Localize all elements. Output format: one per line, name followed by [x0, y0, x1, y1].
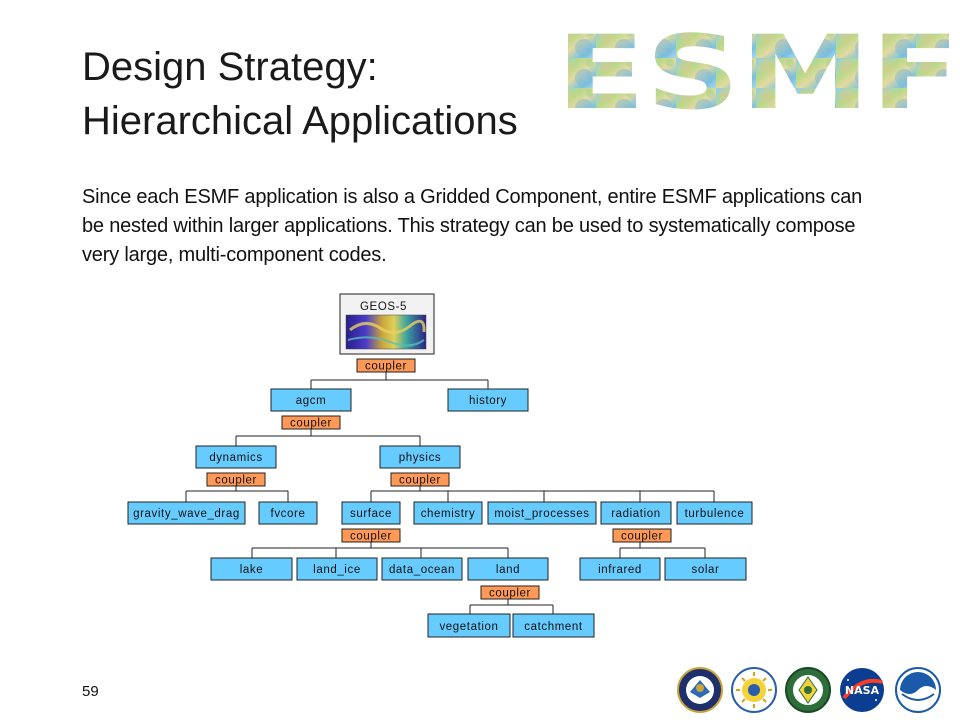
- nsf-logo-icon: [731, 667, 777, 713]
- coupler-dynamics: coupler: [206, 472, 266, 487]
- node-radiation: radiation: [600, 501, 672, 525]
- agency-logos: NASA: [676, 662, 956, 718]
- coupler-surface-label: coupler: [350, 531, 392, 543]
- tree-connectors: [185, 372, 715, 614]
- node-gravity-wave-drag-label: gravity_wave_drag: [133, 508, 240, 520]
- coupler-agcm: coupler: [281, 415, 341, 430]
- node-history: history: [447, 388, 529, 412]
- node-history-label: history: [469, 395, 507, 407]
- nasa-logo-text: NASA: [845, 684, 880, 697]
- node-vegetation: vegetation: [427, 613, 511, 638]
- title-line-2: Hierarchical Applications: [82, 99, 518, 143]
- coupler-geos5-label: coupler: [365, 361, 407, 373]
- coupler-land: coupler: [480, 585, 540, 600]
- node-chemistry: chemistry: [413, 501, 483, 525]
- coupler-radiation: coupler: [612, 528, 672, 543]
- node-surface: surface: [341, 501, 401, 525]
- title-line-1: Design Strategy:: [82, 45, 378, 89]
- node-data-ocean-label: data_ocean: [389, 564, 455, 576]
- node-land: land: [467, 557, 549, 581]
- node-dynamics: dynamics: [195, 445, 277, 469]
- coupler-surface: coupler: [341, 528, 401, 543]
- node-solar: solar: [664, 557, 747, 581]
- body-paragraph: Since each ESMF application is also a Gr…: [82, 186, 863, 266]
- coupler-geos5: coupler: [356, 358, 416, 373]
- node-infrared-label: infrared: [598, 564, 642, 576]
- node-gravity-wave-drag: gravity_wave_drag: [127, 501, 246, 525]
- coupler-land-label: coupler: [489, 588, 531, 600]
- node-turbulence-label: turbulence: [685, 508, 745, 520]
- node-fvcore: fvcore: [258, 501, 318, 525]
- coupler-dynamics-label: coupler: [215, 475, 257, 487]
- node-agcm-label: agcm: [296, 395, 327, 407]
- node-lake-label: lake: [240, 564, 264, 576]
- dod-seal-icon: [677, 667, 723, 713]
- node-radiation-label: radiation: [611, 508, 661, 520]
- node-catchment-label: catchment: [524, 621, 583, 633]
- node-moist-processes: moist_processes: [487, 501, 597, 525]
- coupler-agcm-label: coupler: [290, 418, 332, 430]
- nasa-logo-icon: NASA: [840, 668, 884, 712]
- node-geos5: GEOS-5: [339, 293, 435, 355]
- esmf-logo: ESMF: [556, 28, 960, 112]
- node-lake: lake: [210, 557, 293, 581]
- node-infrared: infrared: [579, 557, 661, 581]
- node-surface-label: surface: [350, 508, 392, 520]
- noaa-logo-icon: [895, 667, 941, 713]
- doe-seal-icon: [785, 667, 831, 713]
- node-dynamics-label: dynamics: [209, 452, 262, 464]
- node-land-ice: land_ice: [296, 557, 378, 581]
- coupler-physics: coupler: [390, 472, 450, 487]
- node-physics-label: physics: [399, 452, 442, 464]
- node-land-label: land: [496, 564, 520, 576]
- node-geos5-label: GEOS-5: [360, 301, 407, 313]
- node-land-ice-label: land_ice: [313, 564, 361, 576]
- node-catchment: catchment: [512, 613, 595, 638]
- node-physics: physics: [379, 445, 461, 469]
- node-vegetation-label: vegetation: [439, 621, 498, 633]
- page-title: Design Strategy: Hierarchical Applicatio…: [82, 40, 518, 148]
- node-data-ocean: data_ocean: [381, 557, 463, 581]
- coupler-radiation-label: coupler: [621, 531, 663, 543]
- node-chemistry-label: chemistry: [421, 508, 476, 520]
- node-solar-label: solar: [692, 564, 720, 576]
- node-fvcore-label: fvcore: [271, 508, 306, 520]
- esmf-logo-text: ESMF: [556, 28, 960, 112]
- node-turbulence: turbulence: [676, 501, 753, 525]
- node-agcm: agcm: [270, 388, 352, 412]
- coupler-physics-label: coupler: [399, 475, 441, 487]
- slide-number: 59: [82, 683, 99, 700]
- node-moist-processes-label: moist_processes: [494, 508, 589, 520]
